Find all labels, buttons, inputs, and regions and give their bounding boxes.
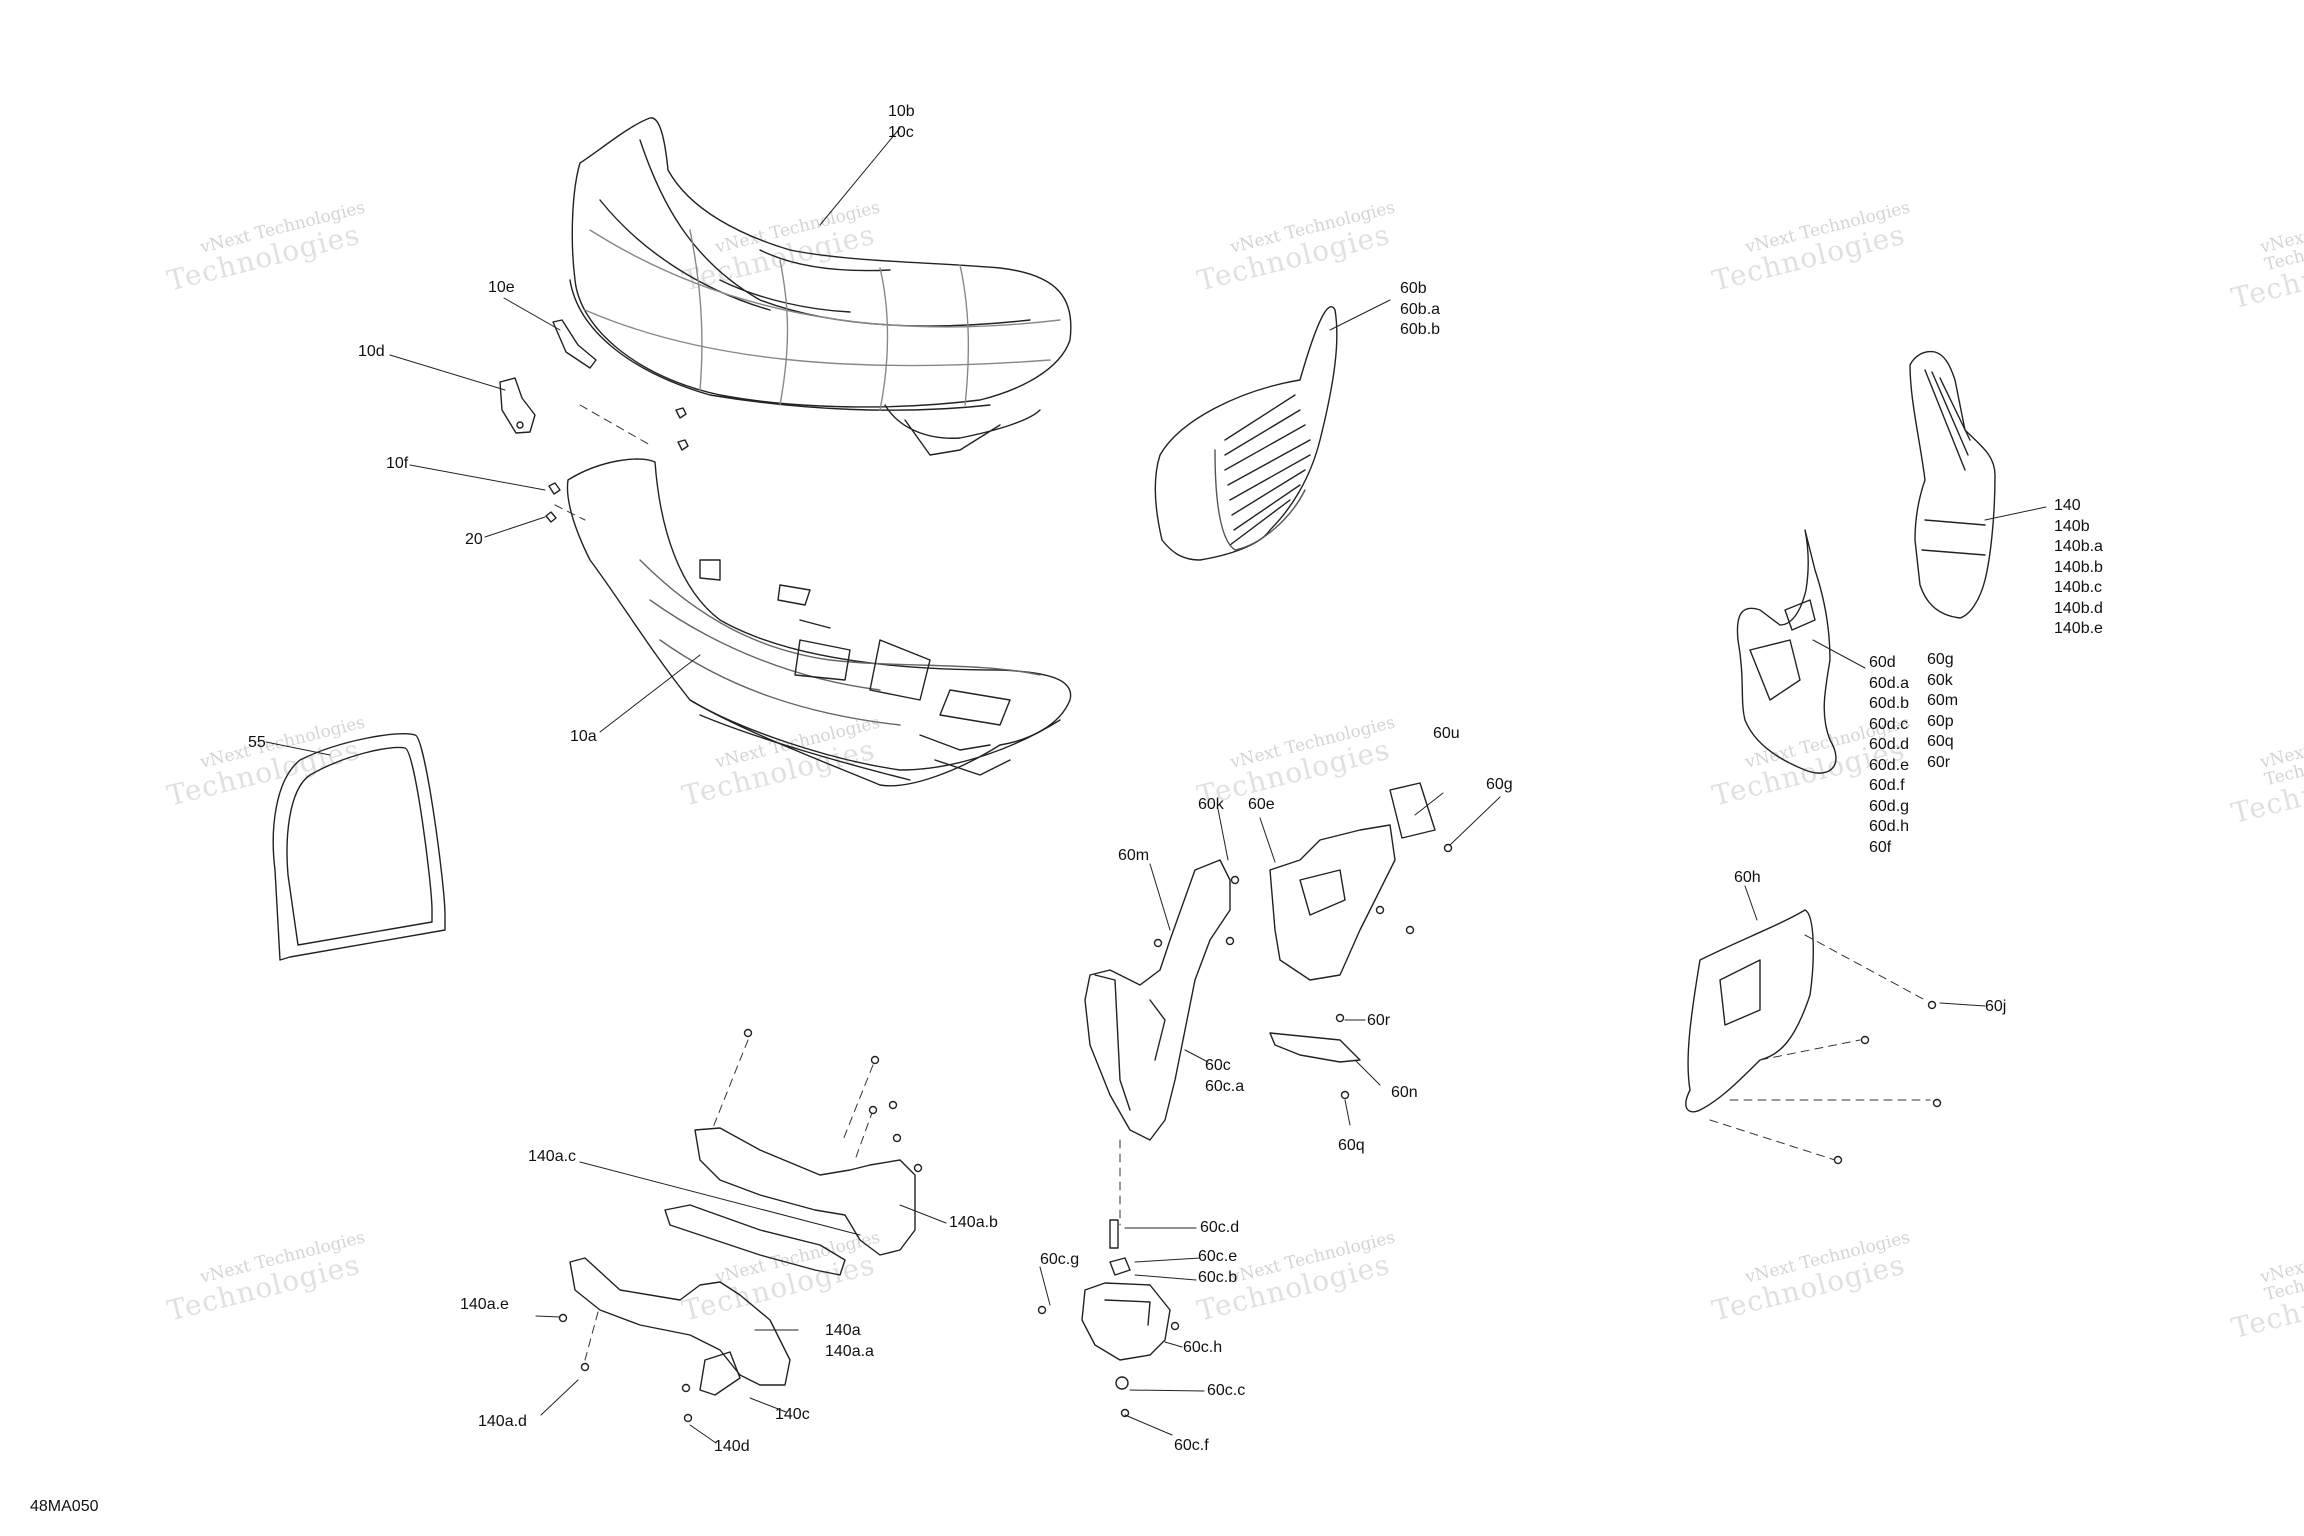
callout-60n: 60n	[1391, 1084, 1418, 1101]
callout-60c-c: 60c.c	[1207, 1382, 1246, 1399]
callout-140a-b: 140a.b	[949, 1214, 998, 1231]
cover-bracket-part	[1269, 824, 1396, 981]
callout-10d: 10d	[358, 343, 385, 360]
footpeg-part	[1081, 1219, 1171, 1390]
diagram-id: 48MA050	[30, 1498, 99, 1515]
callout-60m: 60m	[1118, 847, 1150, 864]
callout-140a-e: 140a.e	[460, 1296, 509, 1313]
footrest-bracket-part	[1084, 859, 1231, 1141]
grill-panel-part	[1154, 306, 1338, 561]
side-panel-part	[1909, 350, 1996, 619]
bracket-part	[499, 319, 689, 523]
callout-60h: 60h	[1734, 869, 1761, 886]
callout-10a: 10a	[570, 728, 597, 745]
callout-60j: 60j	[1985, 998, 2007, 1015]
leader-line	[1812, 639, 1866, 669]
clip-part	[1269, 1032, 1361, 1063]
callout-55: 55	[248, 734, 266, 751]
leader-line	[265, 127, 2047, 1444]
callout-140d: 140d	[714, 1438, 750, 1455]
callout-140c: 140c	[775, 1406, 810, 1423]
callout-60c-e: 60c.e	[1198, 1248, 1238, 1265]
footrest-lower-part	[569, 1257, 791, 1396]
callout-60g: 60g	[1486, 776, 1513, 793]
callout-10f: 10f	[386, 455, 409, 472]
callout-60c-h: 60c.h	[1183, 1339, 1223, 1356]
rear-panel-part	[1685, 909, 1814, 1113]
callout-60k: 60k	[1198, 796, 1224, 813]
dashed-line	[554, 404, 651, 521]
callout-60c-b: 60c.b	[1198, 1269, 1238, 1286]
fastener	[558, 843, 1942, 1423]
footrest-part	[664, 1127, 916, 1276]
dashed-line	[1709, 934, 1931, 1161]
decal-part	[1389, 782, 1436, 839]
callout-10e: 10e	[488, 279, 515, 296]
dashed-line	[711, 1039, 874, 1161]
dashed-line	[584, 1311, 599, 1361]
callout-60c-g: 60c.g	[1040, 1251, 1080, 1268]
seat-cover-part	[569, 117, 1072, 456]
callout-140a-c: 140a.c	[528, 1148, 577, 1165]
callout-140a-d: 140a.d	[478, 1413, 527, 1430]
callout-20: 20	[465, 531, 483, 548]
callout-60c-f: 60c.f	[1174, 1437, 1209, 1454]
callout-60r: 60r	[1367, 1012, 1391, 1029]
callout-60c-d: 60c.d	[1200, 1219, 1240, 1236]
callout-60e: 60e	[1248, 796, 1275, 813]
bracket-assembly-part	[1736, 529, 1837, 774]
callout-60u: 60u	[1433, 725, 1460, 742]
gasket-inner	[286, 746, 433, 946]
callout-60q: 60q	[1338, 1137, 1365, 1154]
seat-base-part	[566, 458, 1072, 787]
gasket-part	[272, 733, 446, 961]
